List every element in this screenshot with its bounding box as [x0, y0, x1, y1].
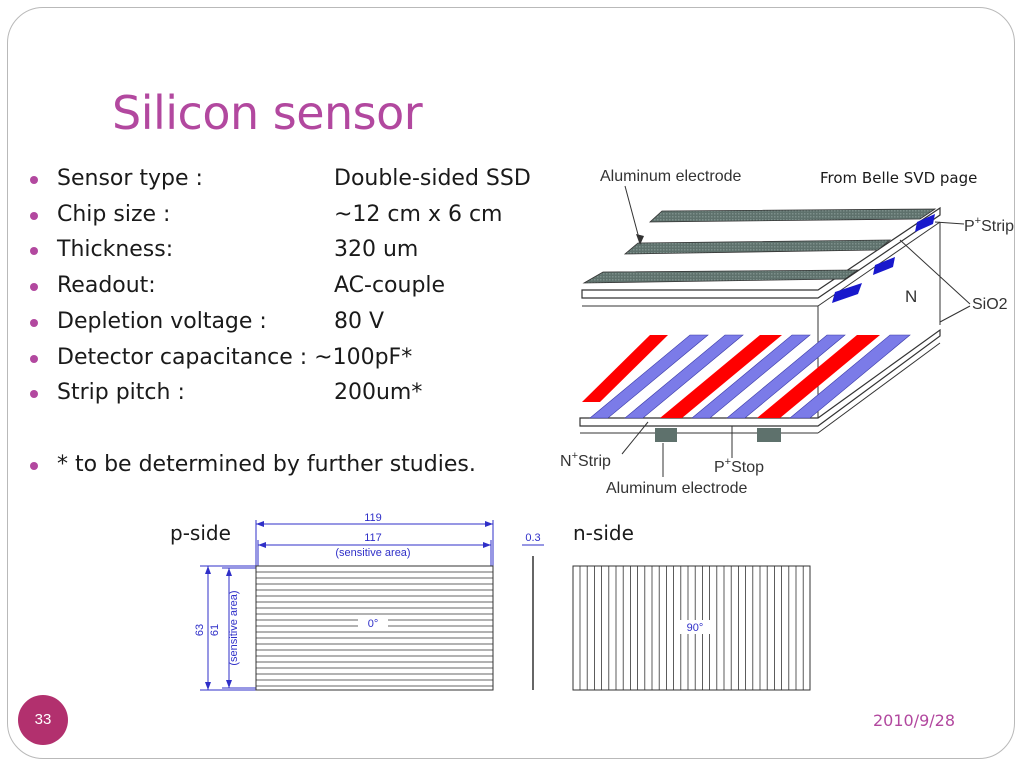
slide-date: 2010/9/28 — [873, 711, 956, 730]
bullet-value: AC-couple — [334, 273, 446, 298]
bullet-dot — [30, 390, 38, 398]
bullet-label: Readout: — [57, 273, 156, 298]
bullet-dot — [30, 319, 38, 327]
bullet-value: 80 V — [334, 309, 385, 334]
slide-frame — [7, 7, 1015, 759]
bullet-label: Sensor type : — [57, 166, 203, 191]
bullet-label: * to be determined by further studies. — [57, 452, 476, 477]
bullet-value: 320 um — [334, 237, 419, 262]
bullet-label: Strip pitch : — [57, 380, 185, 405]
bullet-label: Detector capacitance : ~100pF* — [57, 345, 413, 370]
slide-title: Silicon sensor — [112, 86, 423, 140]
bullet-dot — [30, 176, 38, 184]
bullet-label: Thickness: — [57, 237, 174, 262]
n-side-label: n-side — [573, 521, 634, 545]
bullet-dot — [30, 283, 38, 291]
p-side-label: p-side — [170, 521, 231, 545]
diagram-credit: From Belle SVD page — [820, 169, 978, 187]
bullet-dot — [30, 212, 38, 220]
bullet-dot — [30, 247, 38, 255]
bullet-dot — [30, 462, 38, 470]
page-number-badge: 33 — [18, 695, 68, 745]
bullet-dot — [30, 355, 38, 363]
bullet-value: Double-sided SSD — [334, 166, 531, 191]
bullet-value: ~12 cm x 6 cm — [334, 202, 503, 227]
bullet-value: 200um* — [334, 380, 423, 405]
bullet-label: Chip size : — [57, 202, 171, 227]
bullet-label: Depletion voltage : — [57, 309, 267, 334]
